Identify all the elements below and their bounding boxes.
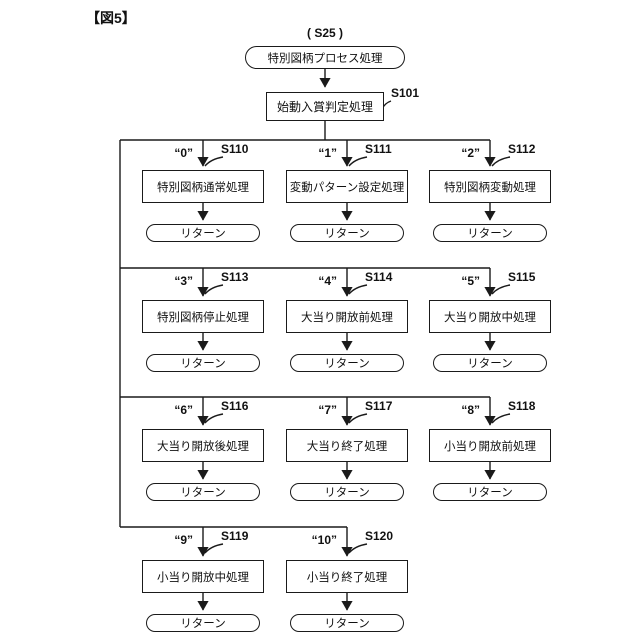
branch-step-label: S117 (365, 399, 393, 413)
return-capsule: リターン (433, 354, 547, 372)
branch-value-label: “6” (174, 403, 193, 417)
branch-step-label: S110 (221, 142, 249, 156)
branch-value-label: “5” (461, 274, 480, 288)
return-capsule: リターン (290, 224, 404, 242)
branch-value-label: “2” (461, 146, 480, 160)
process-box: 小当り開放前処理 (429, 429, 551, 462)
drop-arrows (197, 140, 496, 557)
return-capsule: リターン (146, 354, 260, 372)
process-box: 小当り開放中処理 (142, 560, 264, 593)
leader-curves (204, 100, 511, 554)
process-box: 特別図柄通常処理 (142, 170, 264, 203)
branch-step-label: S115 (508, 270, 536, 284)
process-box: 大当り終了処理 (286, 429, 408, 462)
return-capsule: リターン (433, 483, 547, 501)
process-box: 特別図柄変動処理 (429, 170, 551, 203)
process-ref-label: ( S25 ) (306, 26, 343, 40)
branch-value-label: “9” (174, 533, 193, 547)
figure-label: 【図5】 (86, 10, 136, 26)
return-capsule: リターン (146, 483, 260, 501)
branch-step-label: S119 (221, 529, 249, 543)
return-capsule: リターン (290, 483, 404, 501)
return-capsule: リターン (146, 224, 260, 242)
branch-step-label: S113 (221, 270, 249, 284)
trunk-and-rails (119, 69, 490, 528)
return-capsule: リターン (290, 614, 404, 632)
branch-step-label: S112 (508, 142, 536, 156)
branch-value-label: “8” (461, 403, 480, 417)
process-box: 大当り開放前処理 (286, 300, 408, 333)
branch-step-label: S116 (221, 399, 249, 413)
branch-step-label: S118 (508, 399, 536, 413)
branch-value-label: “4” (318, 274, 337, 288)
process-box: 大当り開放中処理 (429, 300, 551, 333)
step-label-s101: S101 (391, 86, 420, 100)
judge-box: 始動入賞判定処理 (266, 92, 384, 121)
process-box: 小当り終了処理 (286, 560, 408, 593)
branch-step-label: S120 (365, 529, 394, 543)
process-box: 変動パターン設定処理 (286, 170, 408, 203)
branch-value-label: “10” (311, 533, 337, 547)
return-arrows (197, 203, 496, 611)
branch-value-label: “1” (318, 146, 337, 160)
branch-step-label: S114 (365, 270, 393, 284)
process-box: 大当り開放後処理 (142, 429, 264, 462)
branch-value-label: “7” (318, 403, 337, 417)
branch-value-label: “0” (174, 146, 193, 160)
return-capsule: リターン (146, 614, 260, 632)
process-capsule: 特別図柄プロセス処理 (245, 46, 405, 69)
process-box: 特別図柄停止処理 (142, 300, 264, 333)
return-capsule: リターン (290, 354, 404, 372)
branch-value-label: “3” (174, 274, 193, 288)
return-capsule: リターン (433, 224, 547, 242)
branch-step-label: S111 (365, 142, 392, 156)
